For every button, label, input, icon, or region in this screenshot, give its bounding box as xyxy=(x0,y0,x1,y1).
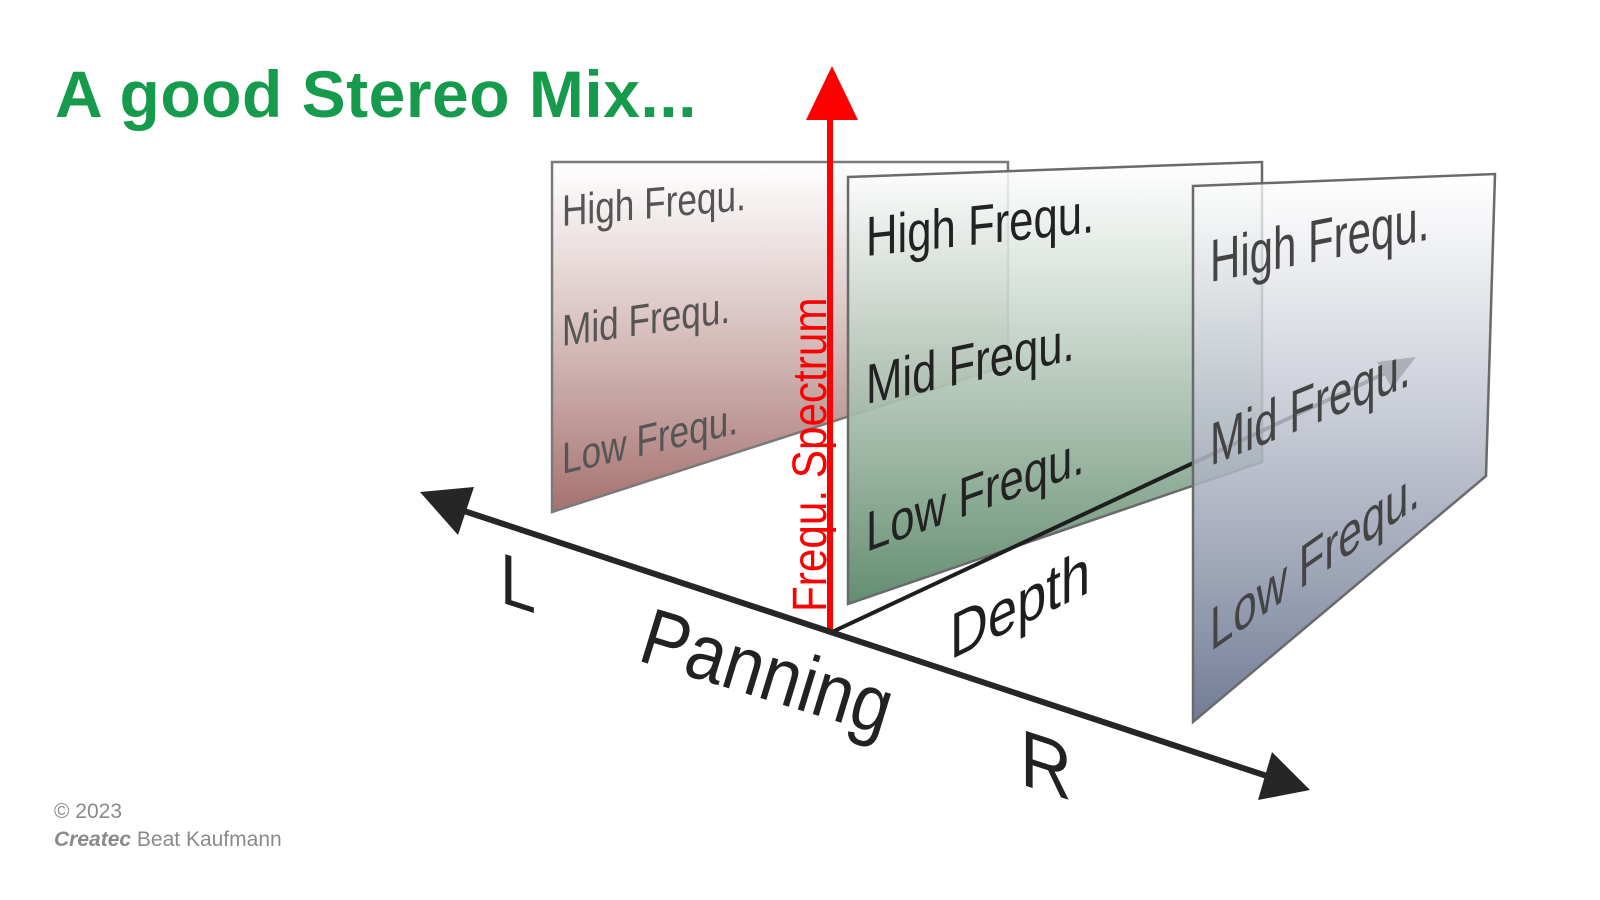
center-frequency-plane: High Frequ. Mid Frequ. Low Frequ. xyxy=(846,160,1264,606)
page-title: A good Stereo Mix... xyxy=(55,57,697,131)
left-channel-label: L xyxy=(500,537,536,629)
copyright-credit: © 2023 Createc Beat Kaufmann xyxy=(54,798,282,854)
frequency-axis-label: Frequ. Spectrum xyxy=(782,297,836,612)
right-frequency-plane: High Frequ. Mid Frequ. Low Frequ. xyxy=(1191,172,1497,725)
right-channel-label: R xyxy=(1020,711,1072,818)
credit-line: Createc Beat Kaufmann xyxy=(54,826,282,854)
credit-company: Createc xyxy=(54,828,132,851)
panning-axis-label: Panning xyxy=(631,591,904,752)
copyright-year: © 2023 xyxy=(54,800,123,823)
credit-author: Beat Kaufmann xyxy=(136,828,282,851)
frequency-axis: Frequ. Spectrum xyxy=(782,66,858,632)
